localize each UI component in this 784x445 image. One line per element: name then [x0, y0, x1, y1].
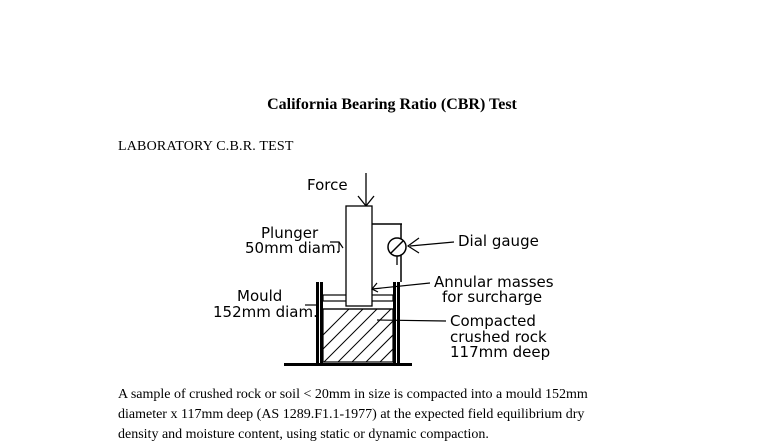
compacted-label-line2: crushed rock	[450, 328, 547, 346]
compacted-sample	[322, 308, 394, 363]
compacted-label-line1: Compacted	[450, 312, 536, 330]
mould-label-line2: 152mm diam.	[213, 303, 318, 321]
paragraph-line: density and moisture content, using stat…	[118, 427, 489, 442]
page-title: California Bearing Ratio (CBR) Test	[267, 96, 517, 113]
force-arrow	[357, 173, 375, 208]
dial-gauge-label: Dial gauge	[458, 232, 539, 250]
force-label: Force	[307, 176, 348, 194]
diagram-labels: Force Plunger 50mm diam. Dial gauge Annu…	[213, 176, 554, 361]
mould	[316, 282, 400, 363]
annular-masses-label-line2: for surcharge	[442, 288, 542, 306]
dial-gauge-icon	[387, 237, 407, 265]
plunger-label-line1: Plunger	[261, 224, 319, 242]
annular-masses-label-line1: Annular masses	[434, 273, 554, 291]
section-heading: LABORATORY C.B.R. TEST	[118, 139, 294, 154]
mould-label-line1: Mould	[237, 287, 282, 305]
plunger	[345, 205, 373, 307]
plunger-label-line2: 50mm diam.	[245, 239, 340, 257]
compacted-label-line3: 117mm deep	[450, 343, 550, 361]
paragraph-line: A sample of crushed rock or soil < 20mm …	[118, 387, 588, 402]
paragraph-line: diameter x 117mm deep (AS 1289.F1.1-1977…	[118, 407, 585, 422]
base-plate	[284, 363, 412, 366]
description-paragraph: A sample of crushed rock or soil < 20mm …	[118, 385, 678, 445]
leader-lines	[305, 237, 455, 322]
